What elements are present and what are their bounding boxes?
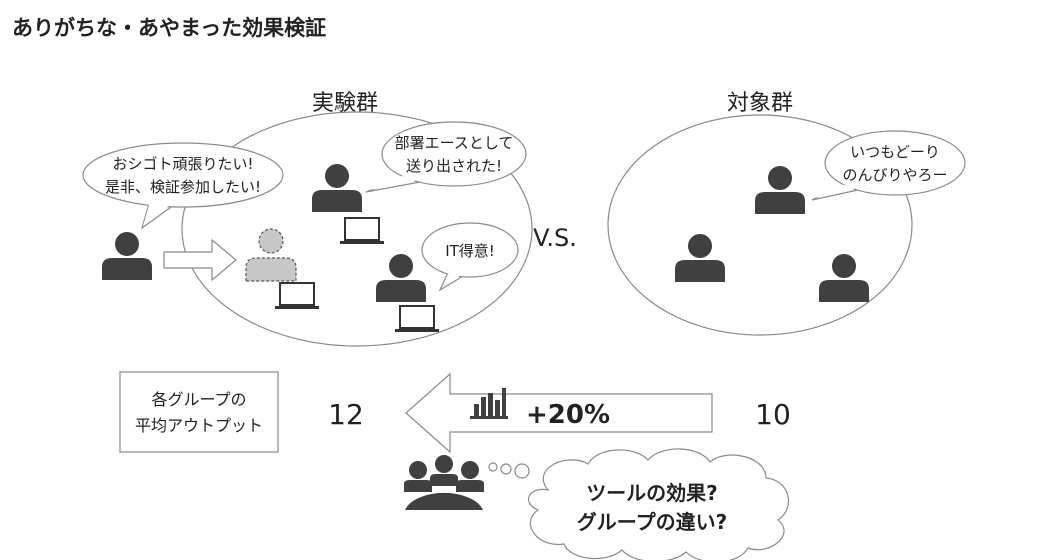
- thought-cloud: [527, 448, 789, 560]
- audience-icon: [404, 455, 484, 510]
- control-value: 10: [755, 398, 791, 431]
- person-icon-control-3: [819, 254, 869, 302]
- person-icon-ace: [312, 164, 362, 212]
- output-label-line1: 各グループの: [151, 390, 246, 409]
- bubble-it-text: IT得意!: [445, 242, 495, 260]
- bubble-relaxed-line2: のんびりやろー: [842, 166, 947, 184]
- experiment-value: 12: [328, 398, 364, 431]
- speech-bubble-motivated: おシゴト頑張りたい! 是非、検証参加したい!: [82, 142, 284, 230]
- laptop-icon-ace: [339, 217, 385, 245]
- bar-chart-icon: [470, 388, 508, 419]
- thought-dot-3: [514, 463, 530, 479]
- thought-dot-2: [500, 463, 512, 475]
- bubble-ace-line2: 送り出された!: [406, 157, 502, 175]
- bubble-ace-line1: 部署エースとして: [395, 134, 514, 152]
- change-percent: +20%: [526, 400, 610, 430]
- output-label-line2: 平均アウトプット: [135, 416, 263, 435]
- versus-label: V.S.: [533, 224, 577, 252]
- bubble-motivated-line1: おシゴト頑張りたい!: [112, 155, 253, 173]
- speech-bubble-relaxed: いつもどーり のんびりやろー: [811, 130, 966, 201]
- person-icon-control-1: [755, 166, 805, 214]
- comparison-arrow-icon: [405, 372, 713, 454]
- person-icon-dashed: [245, 228, 297, 282]
- person-icon-control-2: [675, 234, 725, 282]
- bubble-motivated-line2: 是非、検証参加したい!: [105, 178, 261, 196]
- join-arrow-icon: [163, 238, 237, 282]
- page-title: ありがちな・あやまった効果検証: [12, 16, 326, 40]
- control-group-ellipse: [607, 114, 913, 336]
- person-icon-it: [376, 254, 426, 302]
- output-label-box: [119, 371, 279, 453]
- question-line2: グループの違い?: [577, 510, 727, 534]
- control-group-label: 対象群: [727, 91, 793, 116]
- laptop-icon-it: [394, 305, 440, 333]
- thought-dot-1: [488, 462, 498, 472]
- experiment-group-ellipse: [181, 111, 533, 347]
- laptop-icon-dashed-person: [274, 282, 320, 310]
- bubble-relaxed-line1: いつもどーり: [850, 143, 940, 161]
- person-icon-applicant: [102, 232, 152, 280]
- speech-bubble-ace: 部署エースとして 送り出された!: [365, 121, 527, 193]
- question-line1: ツールの効果?: [586, 481, 718, 505]
- speech-bubble-it: IT得意!: [421, 222, 519, 292]
